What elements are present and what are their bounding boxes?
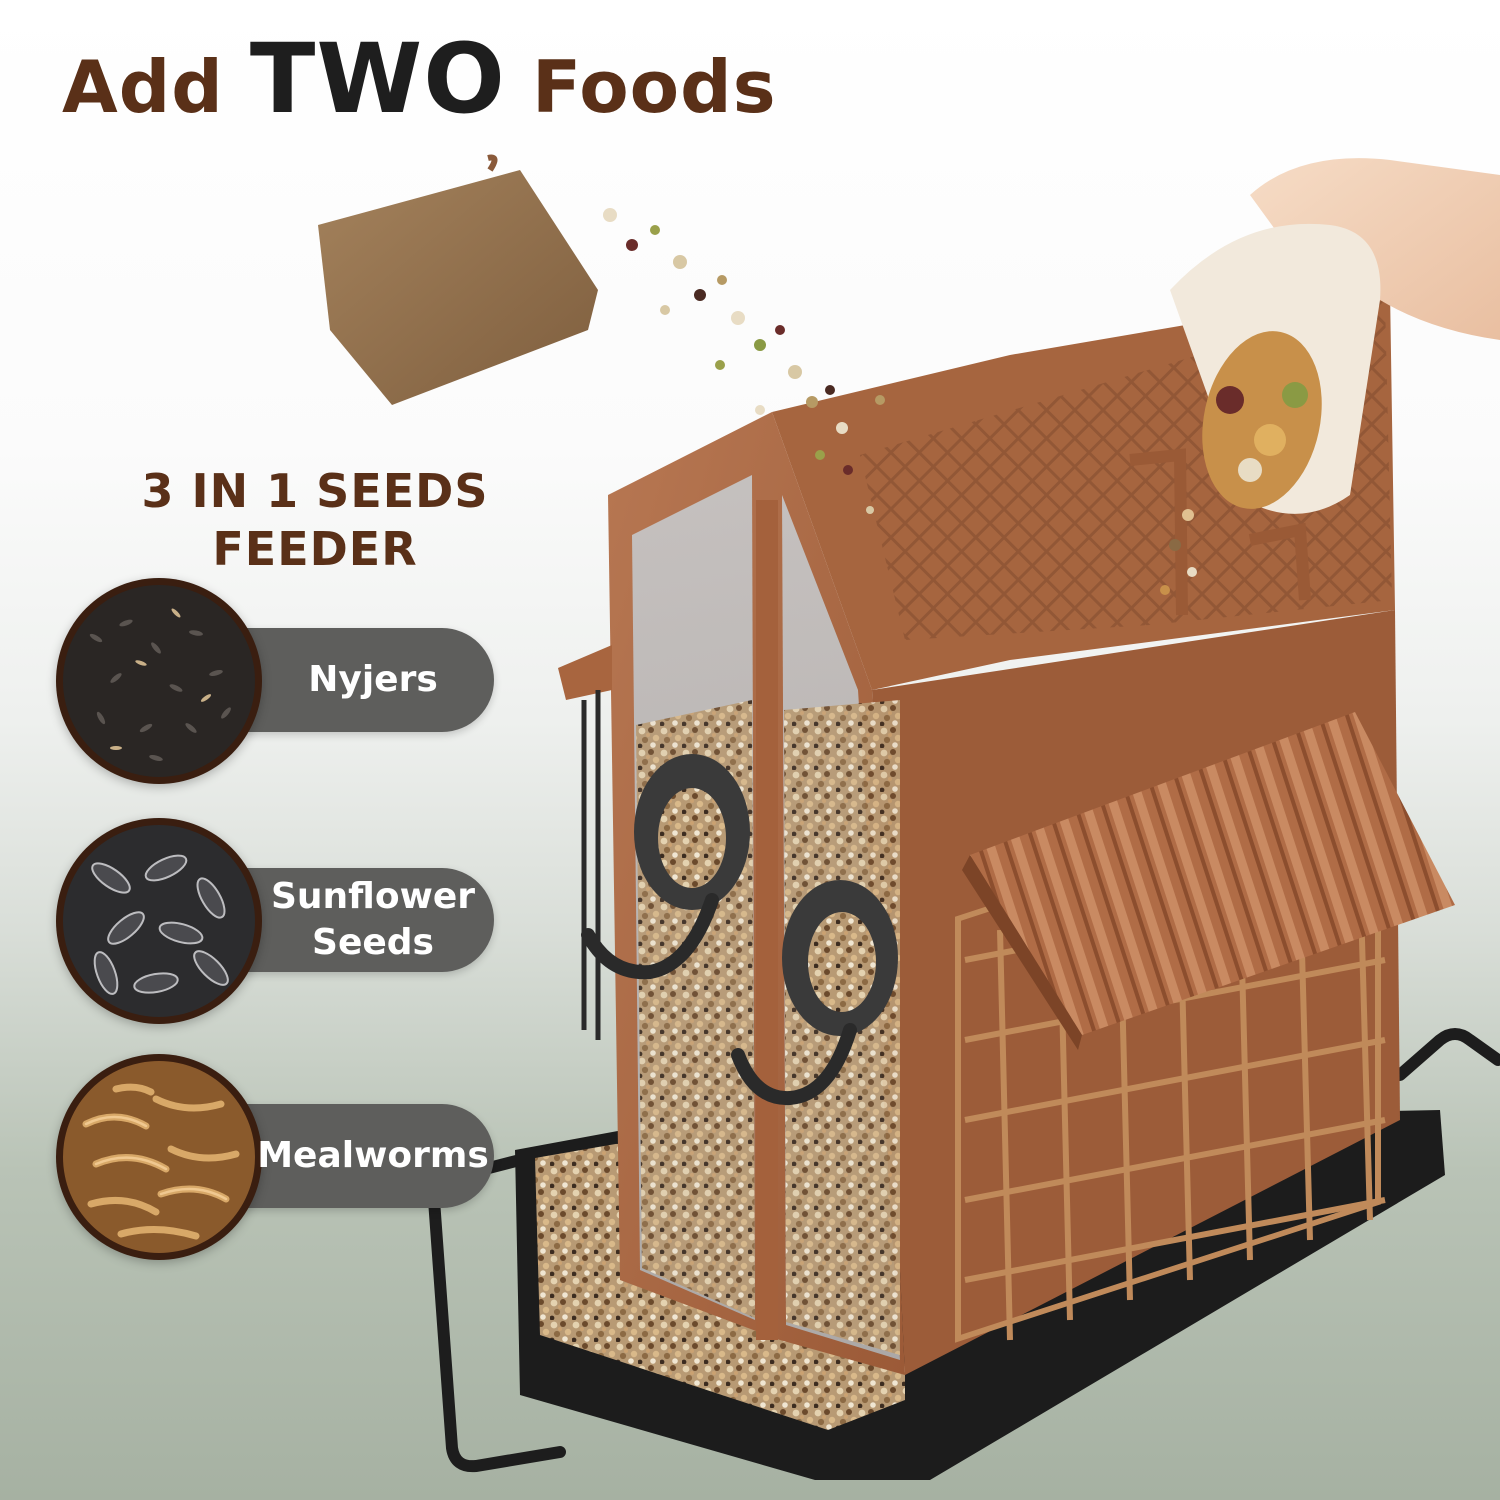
subheading-line-2: FEEDER — [212, 522, 418, 576]
food-label: Sunflower Seeds — [270, 876, 476, 963]
roof-eave-left — [558, 645, 612, 700]
nyjer-seeds-icon — [56, 578, 262, 784]
headline: Add TWO Foods — [62, 22, 777, 137]
falling-seeds — [603, 208, 885, 514]
food-item-sunflower-seeds: Sunflower Seeds — [56, 818, 506, 1024]
subheading-line-1: 3 IN 1 SEEDS — [141, 464, 489, 518]
feeding-port-left — [581, 754, 750, 980]
mealworms-icon — [56, 1054, 262, 1260]
food-label: Nyjers — [308, 659, 438, 700]
headline-emphasis: TWO — [249, 23, 506, 135]
side-wire — [581, 690, 601, 1040]
awning — [970, 712, 1455, 1035]
food-item-mealworms: Mealworms — [56, 1054, 506, 1260]
roof-mesh-frame — [1129, 448, 1311, 616]
hand-with-scoop — [1160, 158, 1500, 595]
feeding-port-right — [731, 880, 898, 1106]
tray-handle-right — [1394, 1028, 1500, 1081]
awning-edge — [962, 855, 1082, 1050]
feature-subheading: 3 IN 1 SEEDS FEEDER — [90, 462, 540, 578]
burlap-bag — [318, 154, 598, 405]
divider-post — [756, 500, 778, 1340]
headline-suffix: Foods — [531, 45, 777, 129]
food-item-nyjers: Nyjers — [56, 578, 506, 784]
food-label: Mealworms — [257, 1135, 489, 1176]
headline-prefix: Add — [62, 45, 224, 129]
sunflower-seeds-icon — [56, 818, 262, 1024]
